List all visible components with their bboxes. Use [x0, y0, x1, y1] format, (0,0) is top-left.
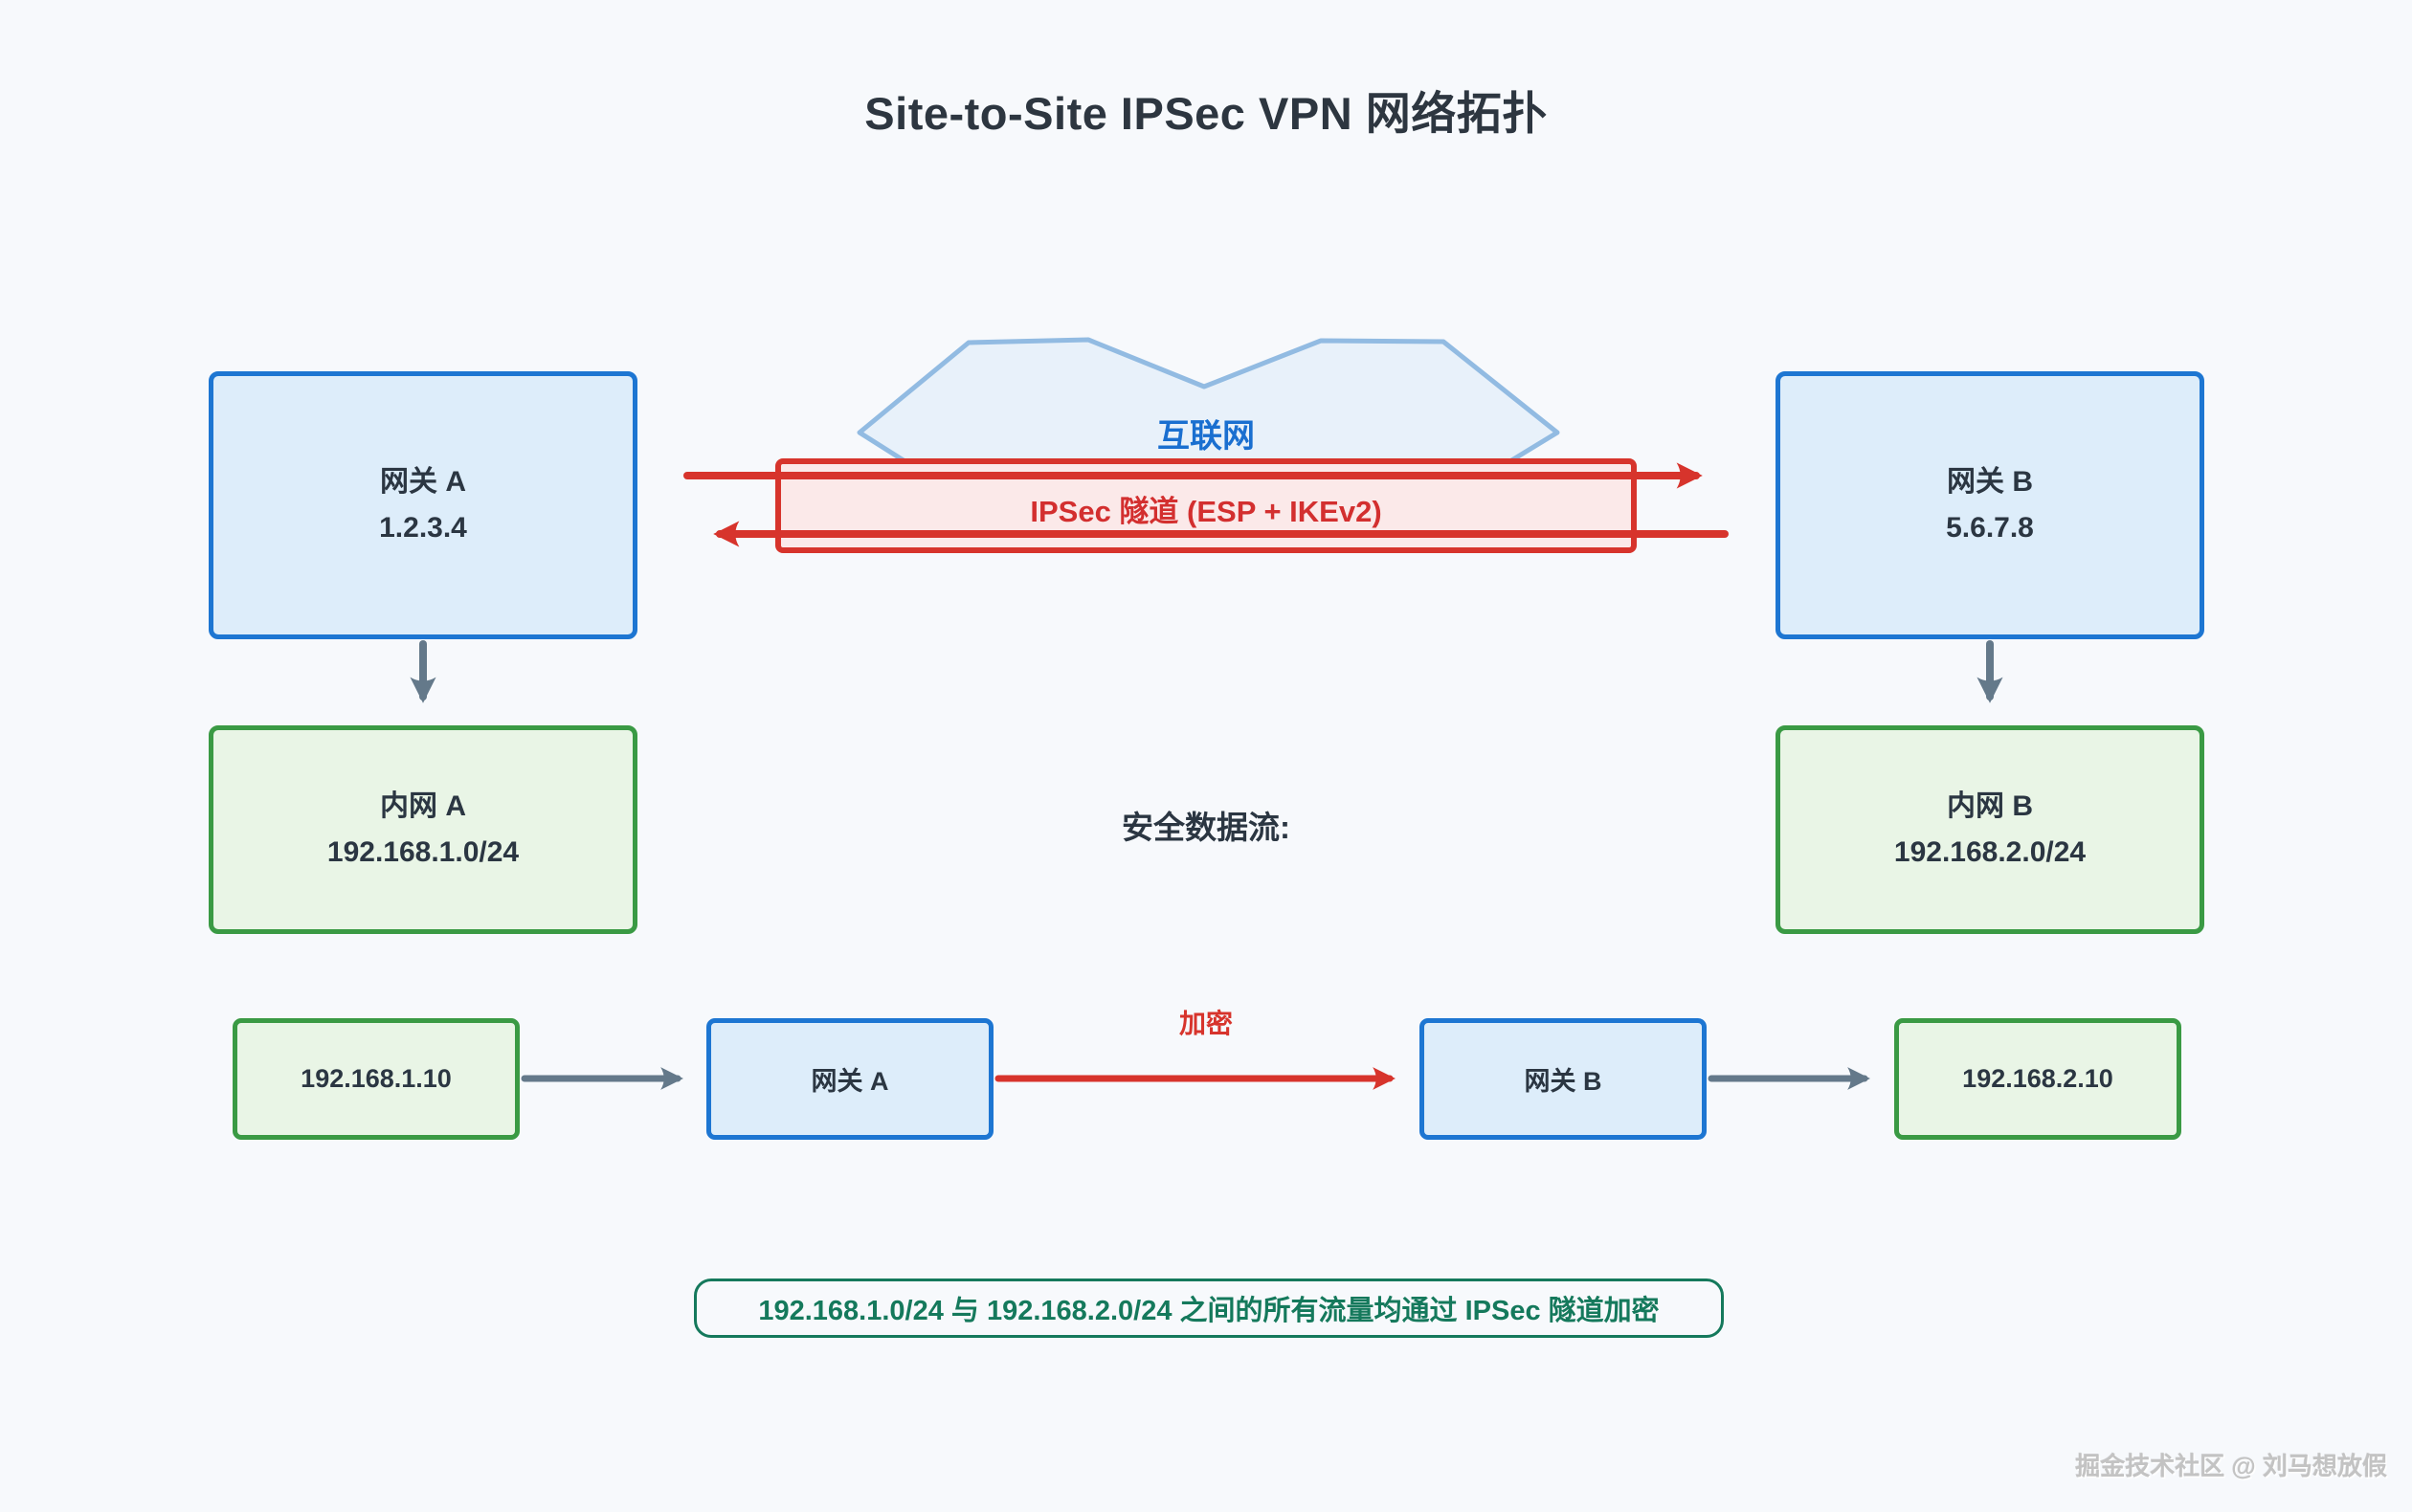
gateway-a-node: 网关 A 1.2.3.4 [209, 371, 637, 639]
flow-host-b-node: 192.168.2.10 [1894, 1018, 2181, 1140]
lan-b-node: 内网 B 192.168.2.0/24 [1776, 725, 2204, 934]
flow-host-a-ip: 192.168.1.10 [301, 1064, 452, 1093]
lan-a-name: 内网 A [380, 790, 466, 822]
lan-b-cidr: 192.168.2.0/24 [1893, 836, 2087, 868]
ipsec-tunnel-box [775, 458, 1637, 553]
gateway-b-name: 网关 B [1947, 466, 2033, 498]
flow-gateway-a-node: 网关 A [706, 1018, 994, 1140]
flow-host-a-node: 192.168.1.10 [233, 1018, 520, 1140]
gateway-b-node: 网关 B 5.6.7.8 [1776, 371, 2204, 639]
flow-gateway-b-node: 网关 B [1419, 1018, 1707, 1140]
secure-flow-heading: 安全数据流: [1122, 810, 1290, 845]
flow-gateway-a-name: 网关 A [811, 1067, 889, 1096]
gateway-b-ip: 5.6.7.8 [1946, 512, 2034, 544]
gateway-a-name: 网关 A [380, 466, 466, 498]
encryption-note: 192.168.1.0/24 与 192.168.2.0/24 之间的所有流量均… [694, 1279, 1724, 1338]
lan-b-name: 内网 B [1947, 790, 2033, 822]
internet-label: 互联网 [1157, 418, 1255, 455]
lan-a-node: 内网 A 192.168.1.0/24 [209, 725, 637, 934]
lan-a-cidr: 192.168.1.0/24 [326, 836, 520, 868]
flow-host-b-ip: 192.168.2.10 [1962, 1064, 2113, 1093]
page-title: Site-to-Site IPSec VPN 网络拓扑 [864, 88, 1548, 139]
tunnel-label: IPSec 隧道 (ESP + IKEv2) [1030, 495, 1382, 528]
encrypted-label: 加密 [1178, 1009, 1234, 1038]
gateway-a-ip: 1.2.3.4 [379, 512, 467, 544]
flow-gateway-b-name: 网关 B [1524, 1067, 1602, 1096]
watermark: 掘金技术社区 @ 刘马想放假 [2075, 1452, 2387, 1480]
